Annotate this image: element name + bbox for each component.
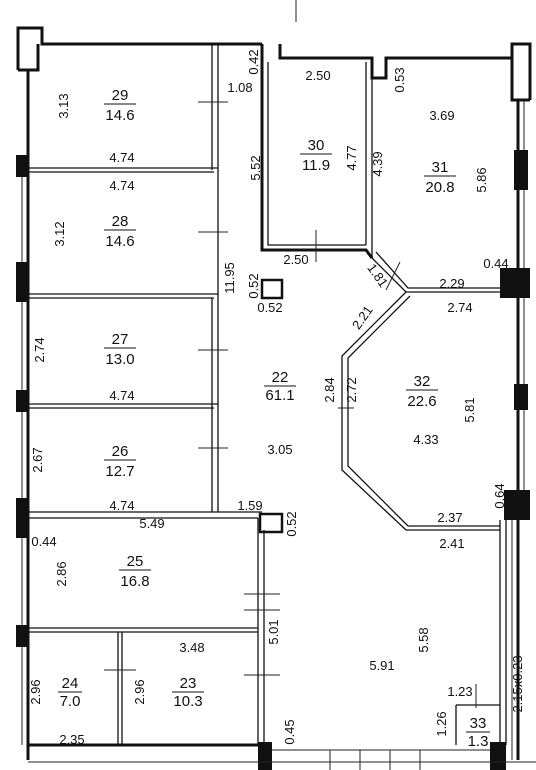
svg-text:28: 28: [112, 213, 129, 230]
dim-label: 5.01: [266, 619, 281, 644]
svg-text:27: 27: [112, 331, 129, 348]
svg-text:13.0: 13.0: [105, 351, 134, 368]
dim-label: 5.52: [248, 155, 263, 180]
dim-label: 0.44: [483, 256, 508, 271]
dim-label: 4.77: [344, 145, 359, 170]
room-31-32-walls: [338, 251, 507, 745]
dim-label: 11.95: [222, 262, 237, 294]
svg-text:24: 24: [62, 675, 79, 692]
dim-label: 3.69: [429, 108, 454, 123]
left-wall-blocks: [16, 150, 530, 770]
dim-label: 0.45: [282, 719, 297, 744]
dim-label: 5.91: [369, 658, 394, 673]
dim-label: 1.23: [447, 684, 472, 699]
dim-label: 4.33: [413, 432, 438, 447]
room-27-label: 27 13.0: [104, 331, 136, 368]
dim-label: 3.05: [267, 442, 292, 457]
dim-label: 0.52: [257, 300, 282, 315]
svg-text:10.3: 10.3: [173, 693, 202, 710]
room-31-label: 31 20.8: [424, 159, 456, 196]
dim-label: 2.50: [305, 68, 330, 83]
dim-label: 3.13: [56, 93, 71, 118]
dim-label: 0.52: [246, 273, 261, 298]
dim-label: 0.44: [31, 534, 56, 549]
svg-text:22.6: 22.6: [407, 393, 436, 410]
svg-text:33: 33: [470, 715, 487, 732]
room-28-label: 28 14.6: [104, 213, 136, 250]
dim-label: 2.96: [28, 679, 43, 704]
svg-text:7.0: 7.0: [60, 693, 81, 710]
room-29-label: 29 14.6: [104, 87, 136, 124]
room-25-label: 25 16.8: [119, 553, 151, 590]
dim-label: 1.08: [227, 80, 252, 95]
dim-label: 4.74: [109, 178, 134, 193]
dim-label: 2.41: [439, 536, 464, 551]
room-26-label: 26 12.7: [104, 443, 136, 480]
room-33-walls: [455, 684, 500, 745]
dim-label: 2.37: [437, 510, 462, 525]
room-30-walls: [260, 44, 374, 300]
svg-text:20.8: 20.8: [425, 179, 454, 196]
svg-text:30: 30: [308, 137, 325, 154]
room-22-label: 22 61.1: [264, 369, 296, 404]
dim-label: 2.50: [283, 252, 308, 267]
dim-label: 2.29: [439, 276, 464, 291]
room-30-label: 30 11.9: [300, 137, 332, 174]
svg-text:29: 29: [112, 87, 129, 104]
room-labels: 29 14.6 28 14.6 27 13.0 26 12.7 25 16.8 …: [58, 87, 490, 750]
svg-text:23: 23: [180, 675, 197, 692]
dim-label: 2.96: [132, 679, 147, 704]
svg-text:22: 22: [272, 369, 289, 386]
dim-label: 0.42: [246, 49, 261, 74]
dim-label: 2.74: [32, 337, 47, 362]
dim-label: 5.86: [474, 167, 489, 192]
svg-text:26: 26: [112, 443, 129, 460]
svg-text:25: 25: [127, 553, 144, 570]
dim-label: 2.84: [322, 377, 337, 402]
room-33-label: 33 1.3: [466, 715, 490, 750]
right-windows: [21, 100, 525, 760]
dim-label: 0.53: [392, 67, 407, 92]
dim-label: 4.74: [109, 498, 134, 513]
dim-label: 2.15x0.23: [510, 655, 525, 712]
dim-label: 1.59: [237, 498, 262, 513]
room-23-label: 23 10.3: [172, 675, 204, 710]
room-24-label: 24 7.0: [58, 675, 82, 710]
dim-label: 0.52: [284, 511, 299, 536]
dim-label: 3.48: [179, 640, 204, 655]
dim-label: 2.35: [59, 732, 84, 747]
svg-text:61.1: 61.1: [265, 387, 294, 404]
svg-text:16.8: 16.8: [120, 573, 149, 590]
dim-label: 2.74: [447, 300, 472, 315]
dim-label: 5.58: [416, 627, 431, 652]
svg-text:32: 32: [414, 373, 431, 390]
dim-label: 4.74: [109, 388, 134, 403]
dim-label: 2.86: [54, 561, 69, 586]
svg-text:11.9: 11.9: [302, 157, 330, 174]
left-offices: [28, 44, 284, 745]
dim-label: 2.21: [349, 303, 376, 332]
svg-text:31: 31: [432, 159, 449, 176]
dim-label: 5.49: [139, 516, 164, 531]
dim-label: 5.81: [462, 397, 477, 422]
dim-label: 3.12: [52, 221, 67, 246]
svg-text:12.7: 12.7: [105, 463, 134, 480]
room-32-label: 32 22.6: [406, 373, 438, 410]
dim-label: 1.26: [434, 711, 449, 736]
dim-label: 2.67: [30, 447, 45, 472]
dim-label: 2.72: [344, 377, 359, 402]
dim-label: 4.74: [109, 150, 134, 165]
dim-label: 4.39: [370, 151, 385, 176]
svg-text:14.6: 14.6: [105, 107, 134, 124]
svg-text:14.6: 14.6: [105, 233, 134, 250]
svg-text:1.3: 1.3: [468, 733, 489, 750]
dim-label: 0.64: [492, 483, 507, 508]
